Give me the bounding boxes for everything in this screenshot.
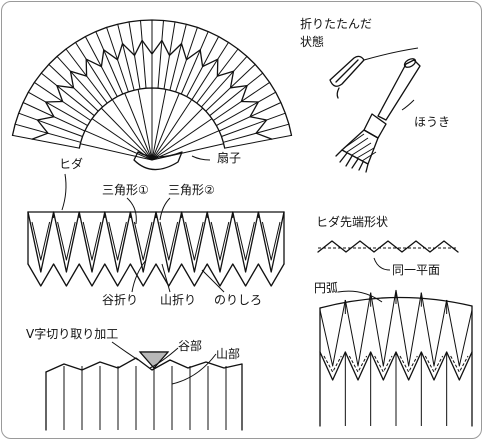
strip-inner-triangle [31,221,51,261]
pleat-label: ヒダ [59,156,83,171]
pleat-strip-illustration [27,211,285,287]
fan-rib [12,134,80,149]
valley-fold-label: 谷折り [102,292,138,307]
mountain-fold-label: 山折り [160,292,196,307]
fan-rib [40,72,95,117]
pleat-tip-shape-label: ヒダ先端形状 [316,214,388,229]
fan-stick [151,143,224,161]
arc-triangle [420,292,448,367]
glue-margin-label: のりしろ [214,293,262,307]
fan-handle [133,151,183,171]
strip-triangle [206,211,234,273]
arc-leader [337,290,383,303]
folded-state-label-2: 状態 [300,34,324,49]
fan-rib [191,42,229,100]
strip-inner-triangle [185,221,204,261]
arc-illustration [319,289,473,427]
fan-rib [209,72,264,117]
fan-stick [151,89,167,161]
fan-stick [84,130,153,161]
v-cut-label: V字切り取り加工 [26,326,118,341]
arc-triangle [446,299,473,367]
strip-triangle [180,211,208,273]
arc-triangle [395,289,422,367]
vcut-top-edge [45,357,243,373]
fan-rib [75,42,113,100]
fan-rib [140,20,147,89]
arc-triangle [344,292,372,367]
fan-stick [91,118,153,161]
valley-part-label: 谷部 [178,338,202,353]
strip-triangle [104,211,132,273]
folded-state-illustration [329,47,419,99]
strip-inner-triangle [236,221,255,261]
triangle2-label: 三角形② [168,183,215,197]
strip-inner-triangle [133,221,153,261]
fan-rib [201,56,248,108]
v-cut-leaders [111,341,217,385]
fan-rib [224,134,292,149]
fan-stick [151,118,213,161]
folded-state-label-1: 折りたたんだ [300,16,372,31]
fan-stick [80,143,153,161]
fan-stick [151,130,220,161]
same-plane-leader [373,257,391,271]
fan-stick [151,93,180,161]
same-plane-label: 同一平面 [392,263,440,277]
arc-label: 円弧 [314,281,338,295]
fan-stick [151,107,204,161]
vcut-removed-triangle [138,351,170,369]
strip-triangle [52,211,80,273]
fan-rib [169,24,187,91]
strip-inner-triangle [261,221,281,261]
fan-stick [151,99,193,161]
arc-triangle [319,299,346,367]
strip-leaders [61,173,225,293]
brush-label: ほうき [414,115,450,129]
fan-outer-edge [11,19,293,137]
mountain-part-label: 山部 [216,346,240,361]
fan-rib [157,20,164,89]
fan-illustration [11,19,293,171]
strip-side-edges [27,211,285,265]
strip-inner-triangle [57,221,76,261]
fan-rib [180,31,209,95]
strip-inner-triangle [108,221,127,261]
strip-triangle [129,211,157,273]
fan-pleat-tips [31,39,273,140]
fan-stick [137,89,153,161]
brush-illustration [335,58,421,173]
fan-stick [100,107,153,161]
arc-triangle [370,289,397,367]
fan-rib [221,112,286,137]
strip-bottom-zigzag [27,263,285,287]
fan-rib [117,24,135,91]
strip-inner-triangle [82,221,102,261]
arc-zigzag [319,351,473,381]
v-cut-illustration [45,351,243,431]
fan-rib [95,31,124,95]
fan-rib [18,112,83,137]
strip-inner-triangle [159,221,179,261]
triangle1-label: 三角形① [102,183,149,197]
strip-triangle [232,211,260,273]
strip-inner-triangle [210,221,230,261]
fan-rib [28,91,88,127]
fan-stick [124,93,153,161]
pleat-tip-illustration [317,240,459,253]
tip-zigzag [317,240,459,253]
fan-rib [216,91,276,127]
strip-triangle [155,211,183,273]
strip-triangle [257,211,285,273]
strip-triangle [27,211,55,273]
fan-leader [191,155,211,161]
fan-label: 扇子 [217,150,241,165]
fan-stick [111,99,153,161]
strip-triangle [78,211,106,273]
vcut-sides [45,363,243,431]
fan-rib [56,56,103,108]
